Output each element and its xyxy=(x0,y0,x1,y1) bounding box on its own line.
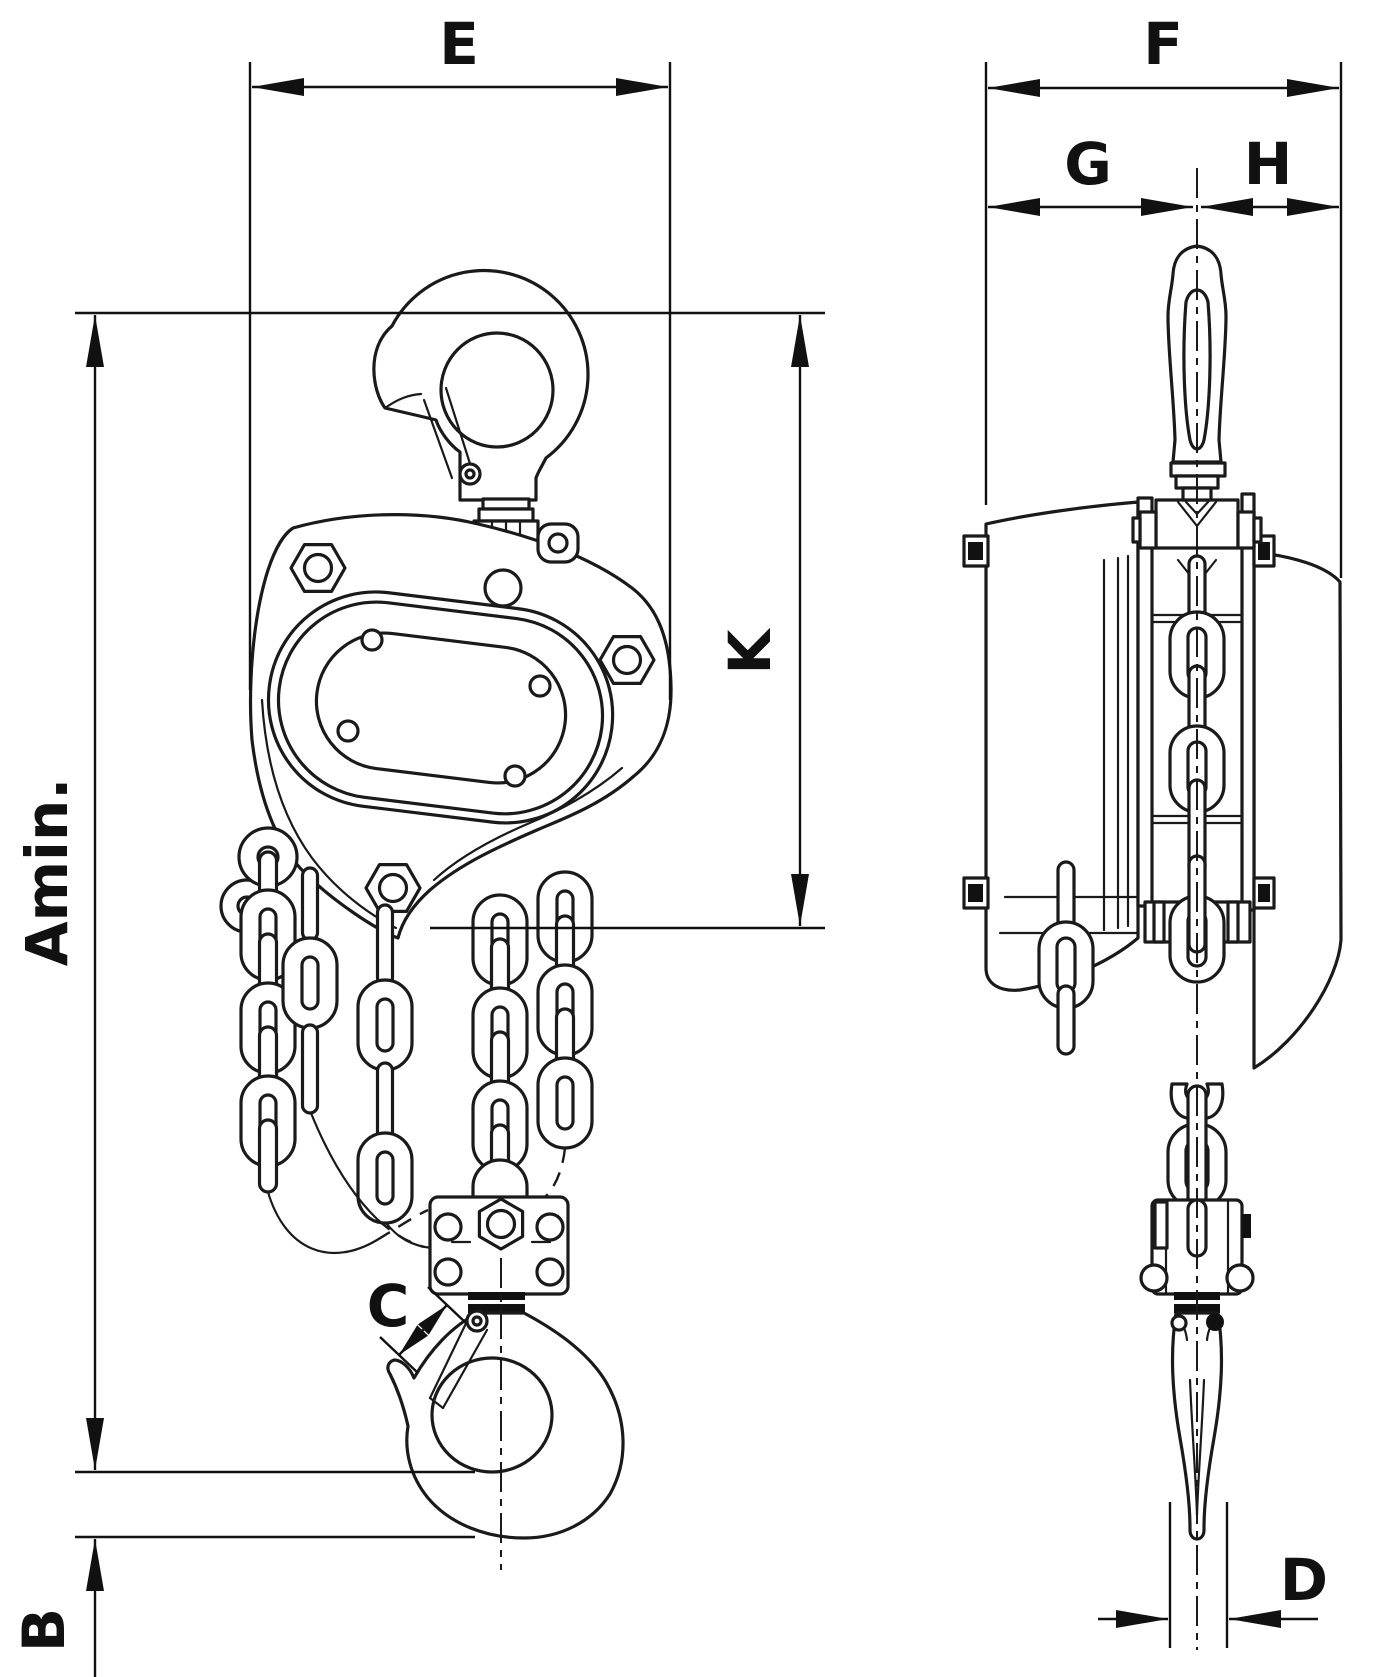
dimension-g: G xyxy=(988,130,1193,216)
dimension-amin: Amin. xyxy=(13,315,104,1470)
handwheel-cover xyxy=(962,500,1140,992)
dimension-label-b: B xyxy=(10,1608,78,1652)
side-plate-fin xyxy=(1252,550,1343,1070)
cover-screw-hole xyxy=(336,719,360,743)
body-hole xyxy=(483,568,523,608)
dimension-e: E xyxy=(248,10,672,700)
dimension-label-c: C xyxy=(367,1272,410,1340)
dimension-label-f: F xyxy=(1143,10,1183,78)
hand-chain-side xyxy=(1037,860,1095,1056)
cover-screw-hole xyxy=(528,674,552,698)
hoist-body-front xyxy=(219,513,673,940)
cover-screw-hole xyxy=(503,764,527,788)
dimension-label-amin: Amin. xyxy=(13,778,81,967)
hex-bolt xyxy=(289,542,347,594)
dimension-d: D xyxy=(1098,1502,1328,1648)
bottom-hook-front xyxy=(386,1258,625,1570)
gear-cover xyxy=(266,590,615,825)
dimension-f: F xyxy=(984,10,1343,578)
dimension-label-e: E xyxy=(439,10,479,78)
dimensions: E F G H K xyxy=(10,10,1343,1677)
dimension-label-h: H xyxy=(1244,130,1293,198)
chain-falls-front xyxy=(239,850,594,1255)
cover-screw-hole xyxy=(360,628,384,652)
dimension-h: H xyxy=(1201,130,1339,216)
dimension-label-d: D xyxy=(1280,1546,1328,1614)
dimension-b: B xyxy=(10,1539,104,1677)
dimension-label-g: G xyxy=(1064,130,1112,198)
bottom-block-front xyxy=(428,1195,570,1313)
dimension-k: K xyxy=(716,315,809,926)
dimension-label-k: K xyxy=(716,627,784,674)
hex-bolt xyxy=(364,862,422,914)
dimension-c: C xyxy=(367,1272,467,1374)
front-view xyxy=(219,268,673,1570)
gear-housing xyxy=(1136,492,1276,912)
hex-bolt xyxy=(598,634,656,686)
side-view xyxy=(962,168,1343,1650)
